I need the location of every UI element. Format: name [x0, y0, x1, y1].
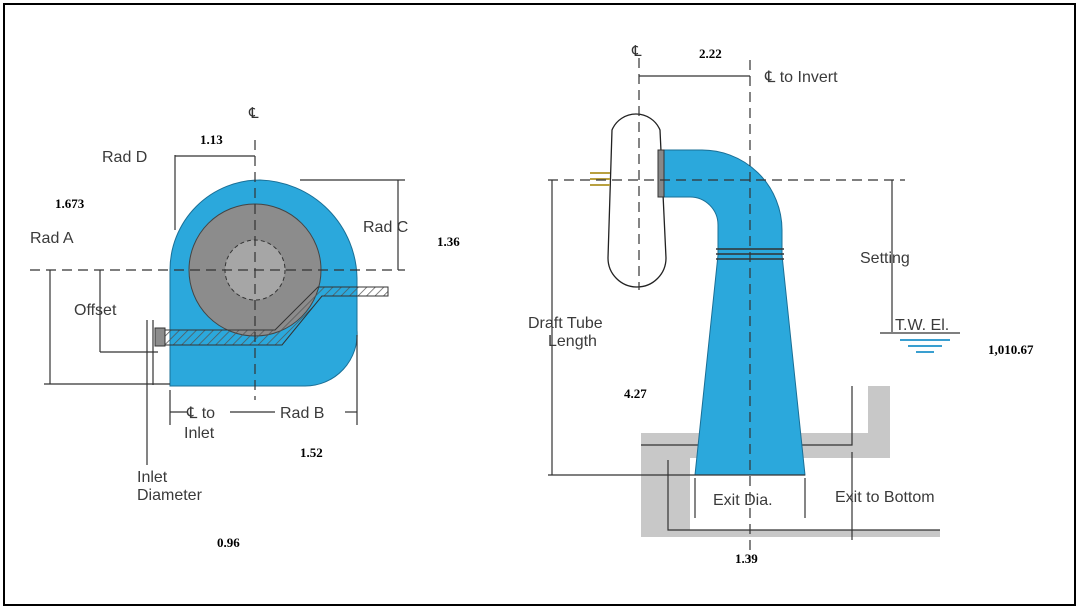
tw-el-value: 1,010.67 — [988, 342, 1034, 357]
draft-tube-label-line1: Draft Tube — [528, 315, 603, 332]
rad-b-label: Rad B — [280, 405, 324, 422]
left-centerline-symbol: ℄ — [248, 104, 259, 122]
rad-d-label: Rad D — [102, 149, 147, 166]
inlet-diameter-value: 0.96 — [217, 535, 240, 550]
tailrace-pit — [641, 386, 940, 537]
rad-a-label: Rad A — [30, 230, 74, 247]
draft-tube-label-line2: Length — [548, 333, 597, 350]
draft-tube — [661, 149, 806, 476]
casing-flange — [657, 149, 665, 198]
inlet-flange — [154, 327, 166, 347]
rad-b-value: 1.52 — [300, 445, 323, 460]
setting-label: Setting — [860, 250, 910, 267]
cl-to-invert-value: 2.22 — [699, 46, 722, 61]
inlet-pipe-hatched — [157, 286, 389, 346]
inlet-diameter-label-line2: Diameter — [137, 487, 203, 504]
rad-c-label: Rad C — [363, 219, 408, 236]
left-casing-view: ℄ Rad D Rad A Rad C Offset ℄ to Inlet Ra… — [30, 104, 460, 550]
offset-label: Offset — [74, 302, 117, 319]
tw-el-label: T.W. El. — [895, 317, 949, 334]
exit-dia-value: 1.39 — [735, 551, 758, 566]
exit-dia-label: Exit Dia. — [713, 492, 773, 509]
cl-to-invert-label: ℄ to Invert — [764, 69, 838, 86]
right-elevation-view: ℄ ℄ to Invert Setting T.W. El. Draft Tub… — [528, 42, 1034, 566]
rad-c-value: 1.36 — [437, 234, 460, 249]
right-centerline-symbol: ℄ — [631, 42, 642, 60]
inlet-diameter-label-line1: Inlet — [137, 469, 168, 486]
exit-to-bottom-label: Exit to Bottom — [835, 489, 935, 506]
inlet-label: Inlet — [184, 425, 215, 442]
cl-to-label: ℄ to — [186, 405, 215, 422]
rad-a-value: 1.673 — [55, 196, 85, 211]
rad-d-value: 1.13 — [200, 132, 223, 147]
draft-tube-length-value: 4.27 — [624, 386, 647, 401]
turbine-casing — [607, 113, 667, 288]
